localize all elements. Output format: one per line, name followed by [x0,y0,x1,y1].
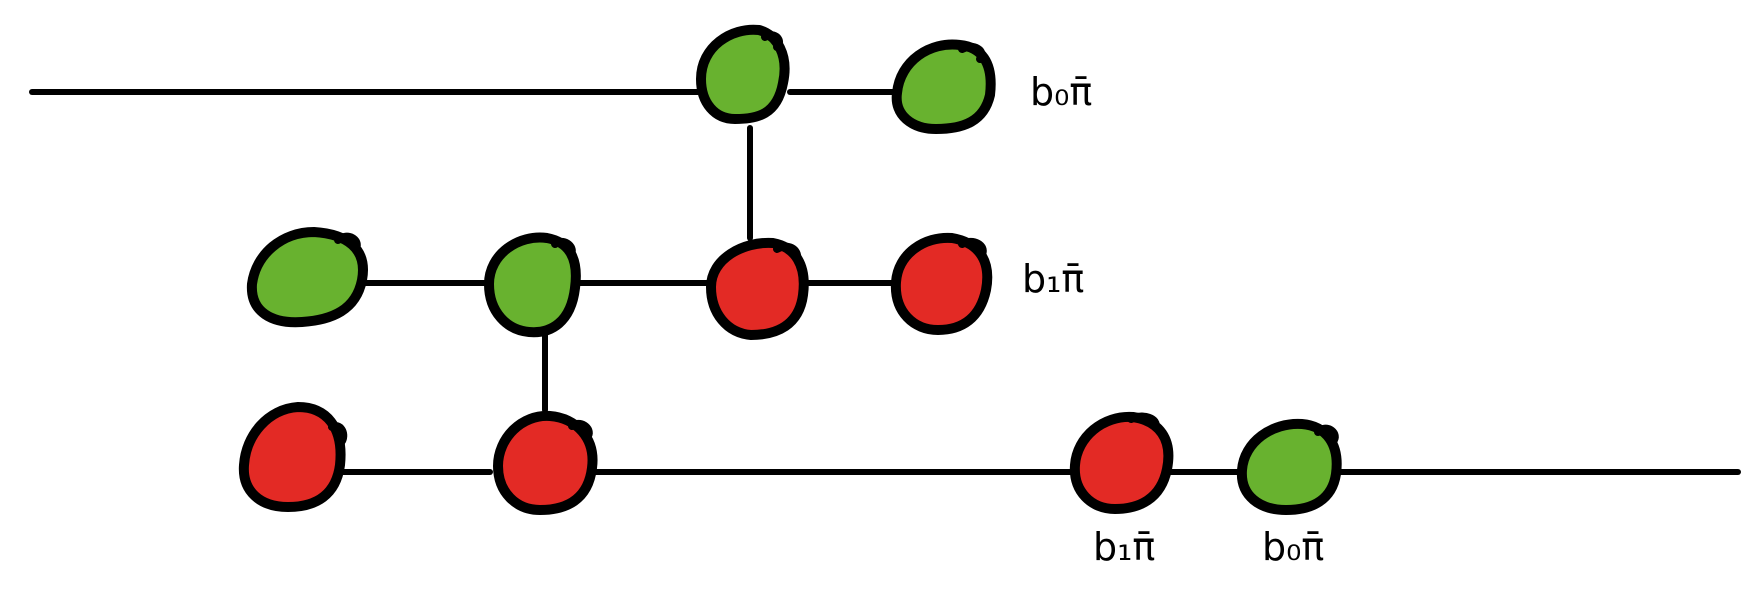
node-row-2-3 [706,237,809,340]
red-spider [493,410,598,515]
node-row-3-4 [1236,418,1342,515]
spider-tick [328,422,348,445]
spider-tick [773,242,802,263]
label-top: b₀π̄ [1030,70,1092,114]
spider-tick [334,232,361,252]
node-row-2-2 [484,232,581,338]
labels: b₀π̄ b₁π̄ b₁π̄ b₀π̄ [1022,70,1324,569]
red-spider [238,402,346,512]
node-row-1-2 [891,39,996,134]
label-bottom-red: b₁π̄ [1093,525,1155,569]
nodes [238,24,1342,515]
spider-tick [1127,412,1160,431]
rungs [542,125,753,413]
node-row-2-1 [246,227,368,328]
spider-tick [761,31,784,51]
node-row-3-3 [1069,411,1174,514]
spider-tick [551,237,576,258]
red-spider [1069,411,1174,514]
red-spider [890,232,993,335]
spider-tick [1314,424,1339,444]
green-spider [1236,418,1342,515]
green-spider [696,24,790,124]
green-spider [246,227,368,328]
node-row-2-4 [890,232,993,335]
node-row-3-2 [493,410,598,515]
spider-tick [958,42,986,63]
wires [29,89,1741,475]
red-spider [706,237,809,340]
spider-tick [958,237,987,258]
node-row-1-1 [696,24,790,124]
label-bottom-green: b₀π̄ [1262,525,1324,569]
spider-tick [568,419,593,440]
green-spider [891,39,996,134]
green-spider [484,232,581,338]
node-row-3-1 [238,402,348,512]
label-middle: b₁π̄ [1022,257,1084,301]
